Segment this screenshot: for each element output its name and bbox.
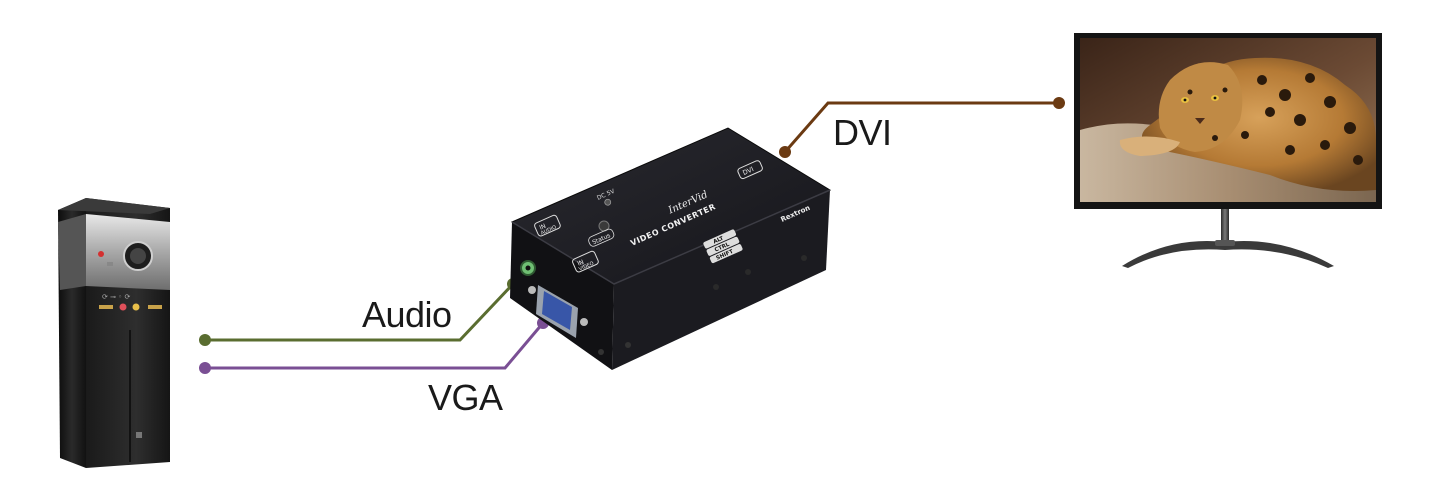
cable-dvi [779,97,1065,158]
svg-text:⟳ ⊸ ◦ ⟳: ⟳ ⊸ ◦ ⟳ [102,293,131,301]
label-video-in-group: IN VIDEO [572,250,599,273]
cable-audio [199,278,519,346]
hotkey-ctrl: CTRL [714,242,731,254]
converter-box: IN AUDIO IN VIDEO DC 5V Status InterVid … [510,127,832,370]
label-video-in-line2: VIDEO [578,261,595,273]
dvi-endpoint-converter [779,146,791,158]
dvi-cable-label: DVI [833,112,892,153]
label-audio-in-line1: IN [538,223,547,232]
vga-cable-label: VGA [428,377,503,418]
label-video-in-line1: IN [576,259,585,268]
hotkey-alt: ALT [712,236,724,246]
pc-tower: ⟳ ⊸ ◦ ⟳ [58,198,170,468]
front-ports-icon: ⟳ ⊸ ◦ ⟳ [99,293,162,311]
vga-in-port-icon [528,285,588,338]
power-jack-icon [604,198,612,206]
monitor [1074,33,1382,268]
hotkey-labels: ALT CTRL SHIFT [703,229,743,264]
dvi-endpoint-monitor [1053,97,1065,109]
screen-image [1080,38,1376,202]
audio-cable-label: Audio [362,294,452,335]
vga-endpoint-pc [199,362,211,374]
label-dvi-out: DVI [741,165,755,177]
audio-endpoint-pc [199,334,211,346]
